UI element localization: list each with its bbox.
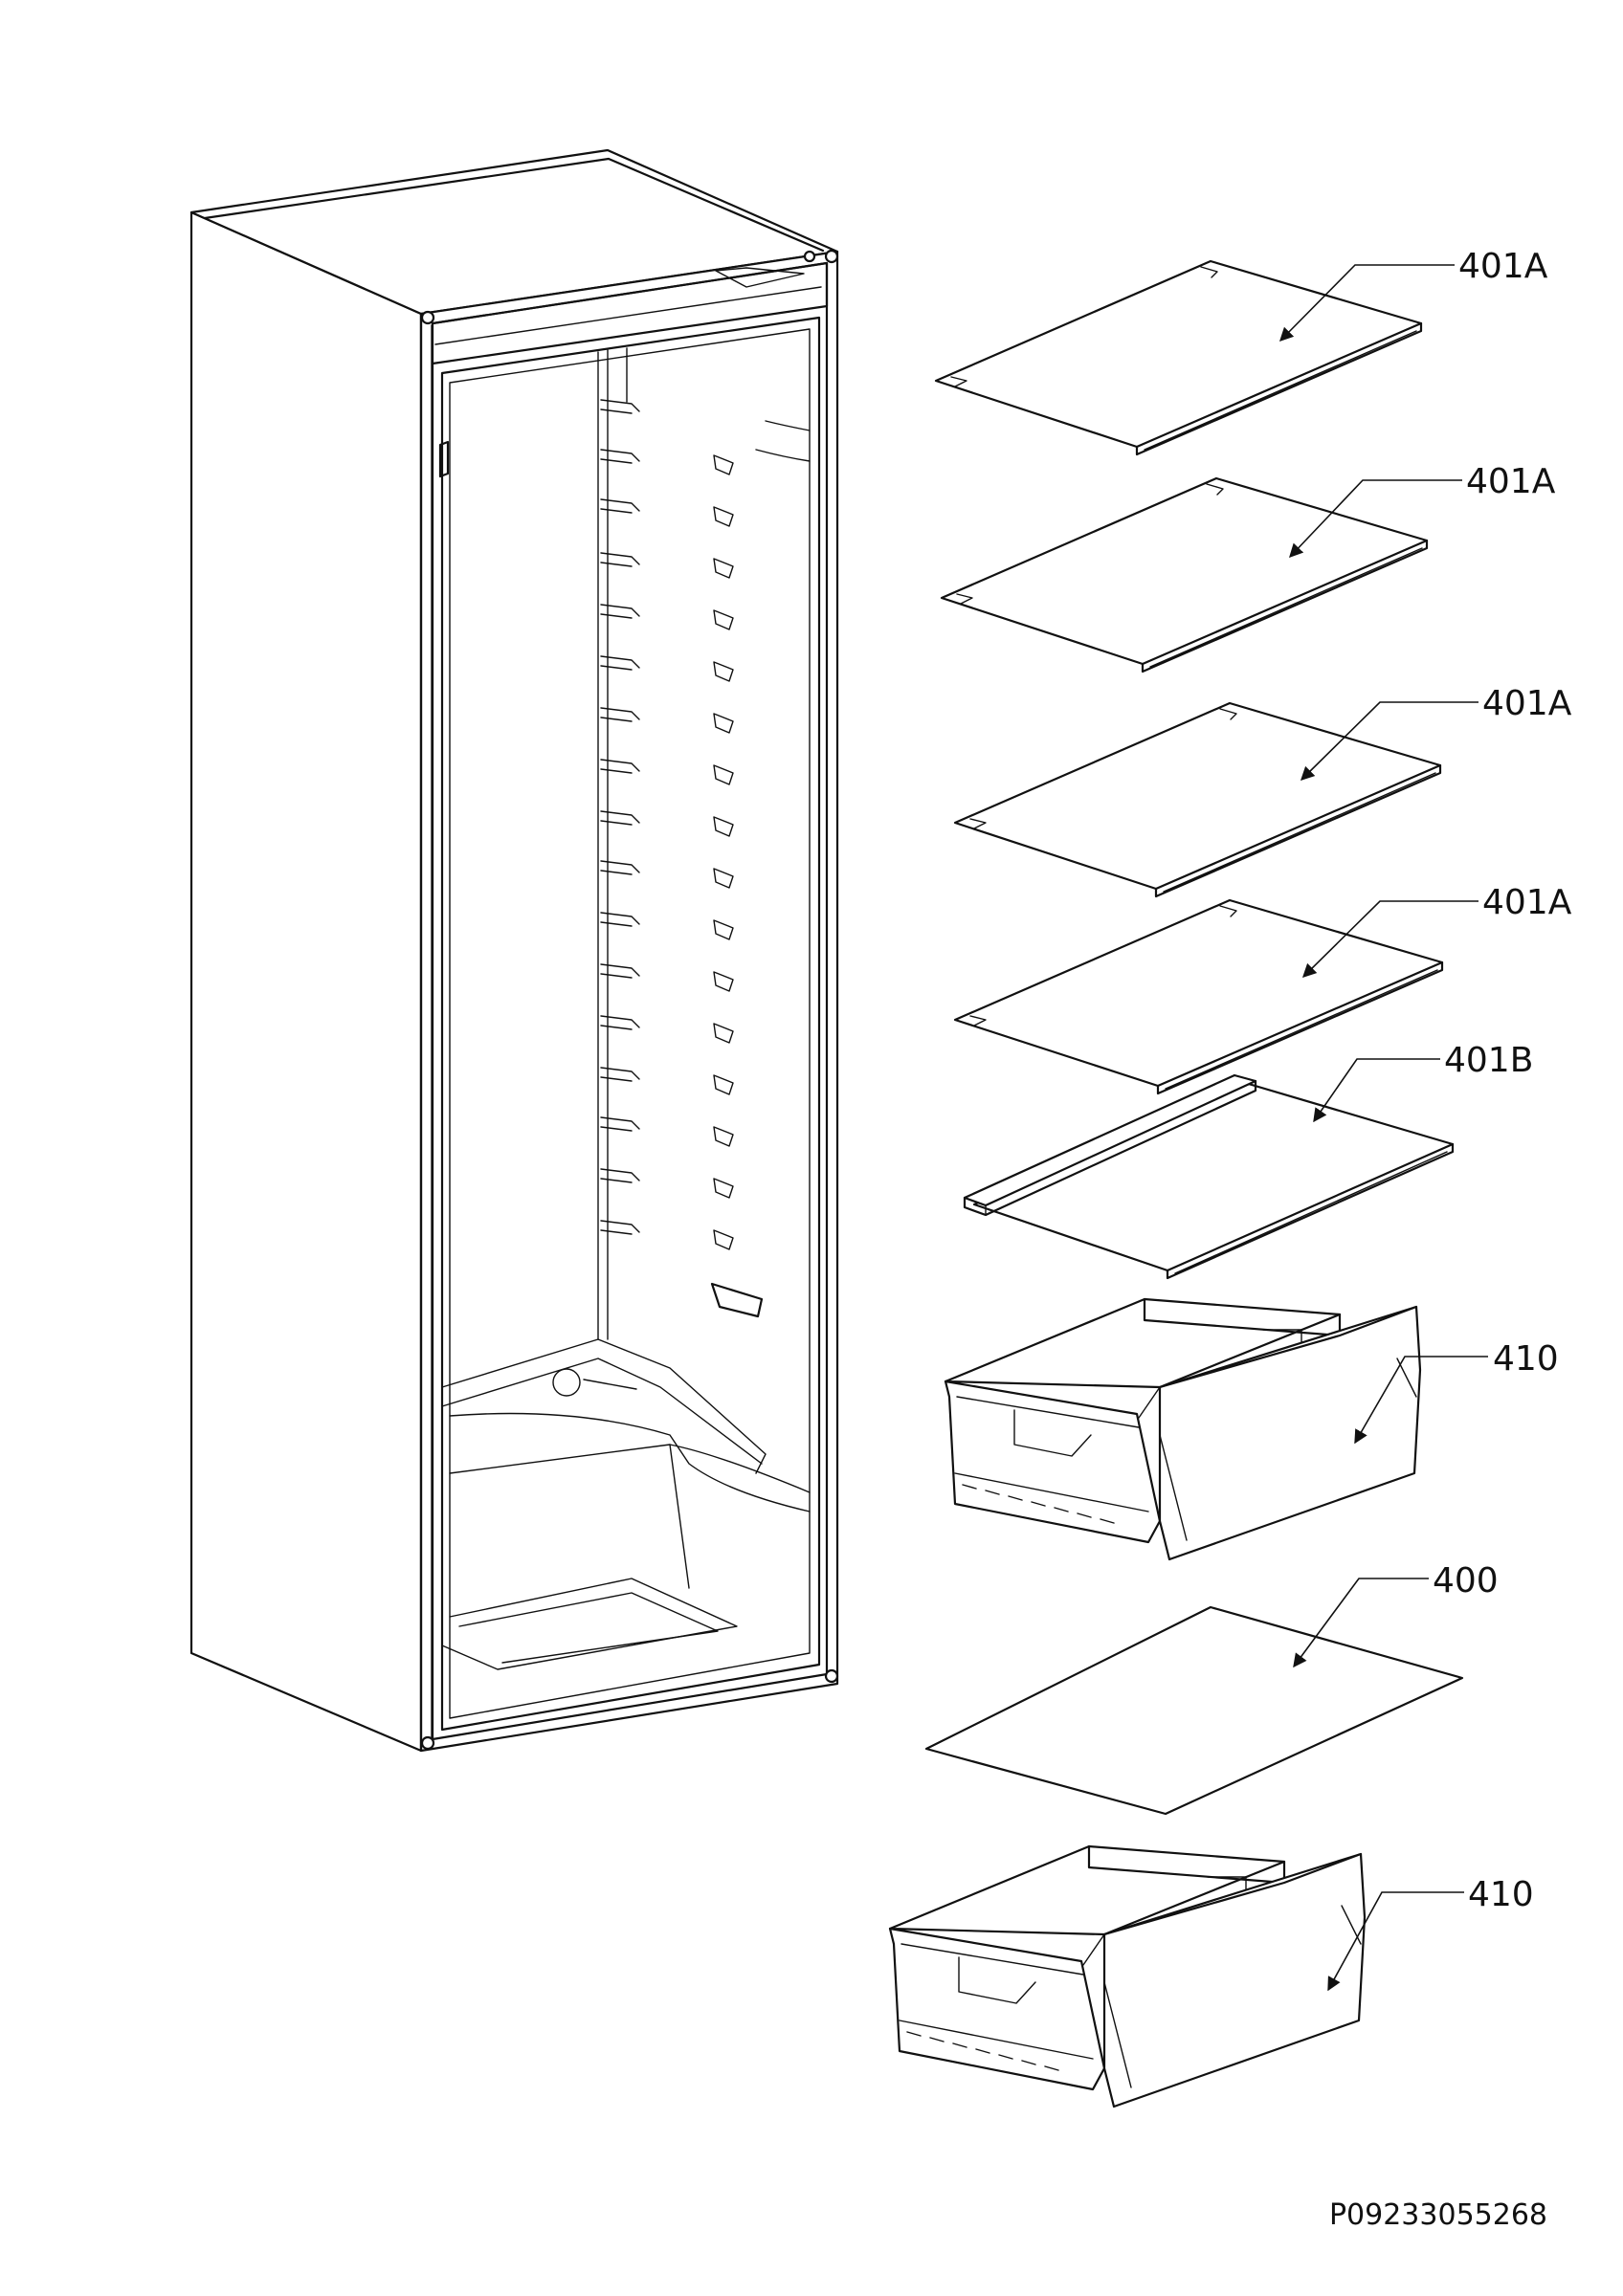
glass-shelf-401a-1 [934, 259, 1423, 456]
document-code: P09233055268 [1329, 2198, 1547, 2232]
shelf-support-pegs [710, 454, 764, 1318]
callout-label: 401B [1444, 1041, 1533, 1080]
glass-shelf-401a-4 [953, 898, 1444, 1095]
callout-label: 400 [1433, 1561, 1499, 1601]
crisper-cover-400 [924, 1605, 1464, 1816]
callout-label: 401A [1482, 684, 1572, 723]
callout-label: 410 [1493, 1339, 1559, 1379]
callout-drawer-upper: 410 [1354, 1339, 1559, 1445]
shelf-support-rails [600, 399, 640, 1235]
callout-label: 410 [1468, 1875, 1534, 1914]
callout-cover-plate: 400 [1293, 1561, 1499, 1668]
callout-label: 401A [1458, 247, 1548, 286]
callout-drawer-lower: 410 [1327, 1875, 1534, 1992]
callout-shelf-4: 401A [1301, 883, 1572, 979]
callout-label: 401A [1482, 883, 1572, 922]
callout-shelf-1: 401A [1278, 247, 1548, 342]
crisper-drawer-410-lower [888, 1844, 1367, 2108]
crisper-drawer-410-upper [944, 1297, 1422, 1561]
glass-shelf-401a-3 [953, 701, 1442, 898]
glass-shelf-401b [963, 1073, 1455, 1280]
callout-shelf-3: 401A [1300, 684, 1572, 782]
glass-shelf-401a-2 [940, 476, 1429, 673]
callout-shelf-2: 401A [1289, 462, 1556, 559]
refrigerator-cabinet [189, 148, 839, 1753]
callout-label: 401A [1466, 462, 1556, 501]
callout-shelf-5: 401B [1313, 1041, 1533, 1123]
